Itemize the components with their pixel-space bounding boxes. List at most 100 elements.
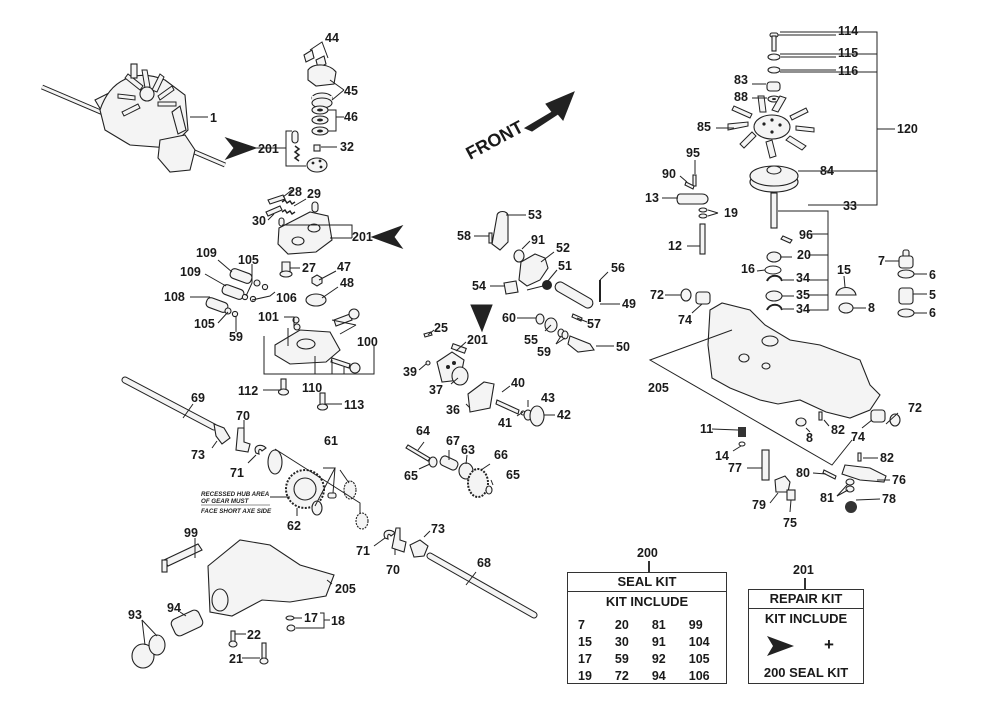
callout-74: 74 <box>851 430 865 444</box>
callout-52: 52 <box>556 241 570 255</box>
callout-21: 21 <box>229 652 243 666</box>
fitting-17-18[interactable] <box>285 615 296 632</box>
callout-201: 201 <box>258 142 279 156</box>
drain-plug-93[interactable] <box>131 634 166 669</box>
seal-bushing-72-74-right[interactable] <box>870 409 901 427</box>
bolt-113[interactable] <box>316 392 329 411</box>
table-row: 19 72 94 106 <box>578 667 726 684</box>
control-arm-parts[interactable] <box>488 210 601 322</box>
repair-kit-marker-icon <box>370 224 404 250</box>
callout-71: 71 <box>230 466 244 480</box>
table-row: 7 20 81 99 <box>578 616 726 633</box>
callout-201: 201 <box>467 333 488 347</box>
gear-shaft-parts[interactable] <box>405 444 493 498</box>
upper-housing-205[interactable] <box>707 302 881 419</box>
part-number: 30 <box>614 634 629 649</box>
part-48[interactable] <box>305 293 327 307</box>
callout-74: 74 <box>678 313 692 327</box>
shift-fork-70[interactable] <box>391 527 407 553</box>
bolt-112[interactable] <box>277 378 290 396</box>
retaining-clip-71[interactable] <box>383 529 396 540</box>
callout-65: 65 <box>404 469 418 483</box>
callout-20: 20 <box>797 248 811 262</box>
callout-54: 54 <box>472 279 486 293</box>
callout-88: 88 <box>734 90 748 104</box>
repair-kit-box: REPAIR KIT KIT INCLUDE + 200 SEAL KIT <box>748 589 864 684</box>
fan-pulley-assembly[interactable] <box>727 32 815 229</box>
callout-58: 58 <box>457 229 471 243</box>
bolt-21[interactable] <box>259 642 269 665</box>
axle-68[interactable] <box>426 552 538 619</box>
seal-kit-title: SEAL KIT <box>568 573 726 592</box>
callout-78: 78 <box>882 492 896 506</box>
part-number: 105 <box>688 651 710 666</box>
callout-90: 90 <box>662 167 676 181</box>
callout-35: 35 <box>796 288 810 302</box>
brake-parts[interactable] <box>738 427 887 513</box>
shift-fork-70[interactable] <box>235 427 251 453</box>
callout-100: 100 <box>357 335 378 349</box>
callout-96: 96 <box>799 228 813 242</box>
o-ring-8[interactable] <box>795 417 807 427</box>
callout-95: 95 <box>686 146 700 160</box>
callout-72: 72 <box>908 401 922 415</box>
lower-housing-205[interactable] <box>207 539 335 617</box>
oil-filter-94[interactable] <box>170 609 205 638</box>
part-number: 72 <box>614 668 629 683</box>
callout-45: 45 <box>344 84 358 98</box>
callout-110: 110 <box>302 381 322 395</box>
callout-42: 42 <box>557 408 571 422</box>
callout-13: 13 <box>645 191 659 205</box>
callout-16: 16 <box>741 262 755 276</box>
callout-7: 7 <box>878 254 885 268</box>
part-number: 92 <box>651 651 666 666</box>
transaxle-assembly-part[interactable] <box>41 63 226 173</box>
callout-17: 17 <box>304 611 318 625</box>
callout-120: 120 <box>897 122 918 136</box>
part-number: 20 <box>614 617 629 632</box>
callout-205: 205 <box>335 582 356 596</box>
control-lever-parts[interactable] <box>676 174 709 255</box>
callout-73: 73 <box>431 522 445 536</box>
plug-15[interactable] <box>835 286 857 296</box>
callout-72: 72 <box>650 288 664 302</box>
oil-filter-wrench-99[interactable] <box>161 543 203 573</box>
retaining-clip-71[interactable] <box>254 444 267 455</box>
seal-kit-number: 200 <box>637 546 658 560</box>
callout-30: 30 <box>252 214 266 228</box>
part-number: 104 <box>688 634 710 649</box>
callout-108: 108 <box>164 290 185 304</box>
callout-73: 73 <box>191 448 205 462</box>
repair-kit-marker-icon <box>470 304 493 333</box>
callout-leader-lines <box>141 34 927 659</box>
callout-63: 63 <box>461 443 475 457</box>
callout-5: 5 <box>929 288 936 302</box>
callout-114: 114 <box>838 24 858 38</box>
shaft-seals-parts[interactable] <box>764 235 793 311</box>
differential-gears-part[interactable] <box>267 448 369 530</box>
callout-37: 37 <box>429 383 443 397</box>
callout-67: 67 <box>446 434 460 448</box>
bypass-valve-parts[interactable] <box>897 249 915 318</box>
part-47[interactable] <box>311 274 323 287</box>
check-valves-parts[interactable] <box>205 268 269 318</box>
callout-91: 91 <box>531 233 545 247</box>
pump-parts-group[interactable] <box>291 49 337 173</box>
callout-70: 70 <box>386 563 400 577</box>
pin-82[interactable] <box>818 411 823 421</box>
repair-kit-title: REPAIR KIT <box>749 590 863 609</box>
center-section-part[interactable] <box>265 194 333 278</box>
table-row: 17 59 92 105 <box>578 650 726 667</box>
callout-61: 61 <box>324 434 338 448</box>
svg-text:FACE SHORT AXE SIDE: FACE SHORT AXE SIDE <box>201 508 272 515</box>
bushing-73[interactable] <box>409 539 429 558</box>
bolt-22[interactable] <box>228 630 238 648</box>
seal-kit-parts-table: 7 20 81 99 15 30 91 104 17 59 92 105 19 … <box>578 616 726 684</box>
callout-6: 6 <box>929 268 936 282</box>
repair-kit-leader-line <box>804 578 806 589</box>
seal-bushing-72-74-left[interactable] <box>680 288 711 305</box>
o-ring-8[interactable] <box>838 302 854 314</box>
axle-69[interactable] <box>121 376 231 445</box>
part-number: 99 <box>688 617 703 632</box>
